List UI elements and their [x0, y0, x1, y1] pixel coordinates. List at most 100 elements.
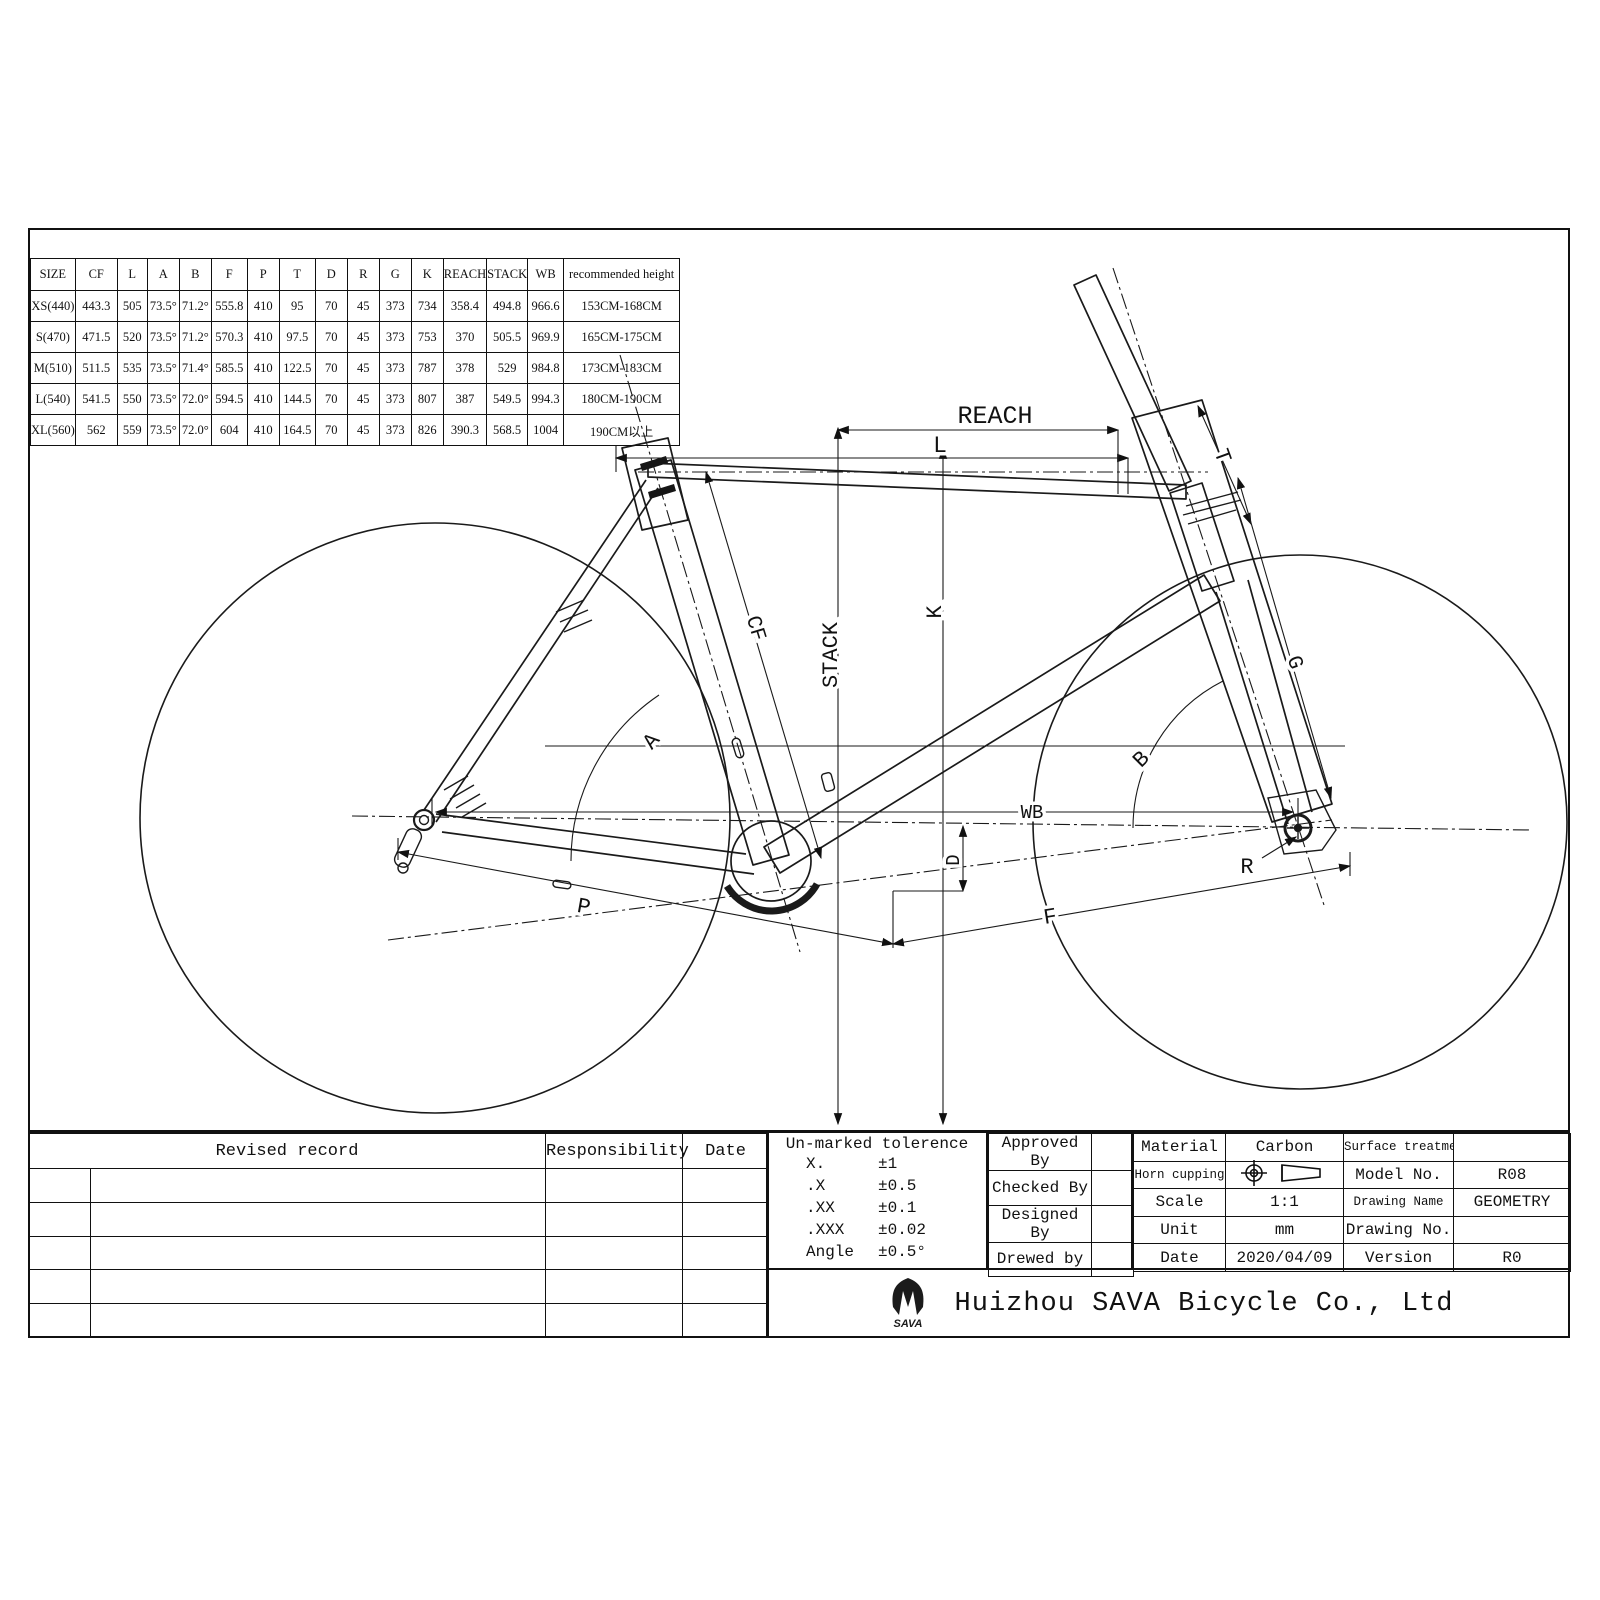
geometry-cell: 73.5° — [146, 414, 180, 446]
approval-row: Approved By — [988, 1133, 1134, 1171]
geometry-cell: 570.3 — [210, 321, 248, 353]
tolerance-label: .X — [806, 1177, 826, 1195]
seat-stay — [423, 479, 647, 811]
p-label: P — [575, 894, 592, 921]
geometry-row: XL(560) 562 559 73.5° 72.0° 604 410 164.… — [30, 414, 681, 446]
geometry-cell: 410 — [246, 414, 280, 446]
date-header: Date — [682, 1133, 770, 1169]
geometry-header-cell: recommended height — [563, 258, 681, 291]
front-wheel — [1032, 554, 1568, 1090]
stack-label: STACK — [819, 621, 844, 688]
head-tube — [1169, 482, 1235, 592]
tolerance-label: .XXX — [806, 1221, 845, 1239]
approval-value-cell — [1091, 1204, 1134, 1243]
tolerance-value: ±1 — [878, 1155, 898, 1173]
geometry-cell: 70 — [314, 414, 348, 446]
info-label: Horn cupping — [1133, 1160, 1226, 1190]
geometry-cell: 73.5° — [146, 383, 180, 415]
geometry-cell: 787 — [410, 352, 444, 384]
geometry-cell: 373 — [378, 414, 412, 446]
geometry-cell: 520 — [116, 321, 148, 353]
tolerance-block: Un-marked tolerence X. ±1 .X ±0.5 .XX ±0… — [768, 1130, 988, 1268]
geometry-cell: 505 — [116, 290, 148, 322]
tolerance-row: X. ±1 — [768, 1153, 986, 1175]
geometry-header-cell: B — [178, 258, 212, 291]
rear-derailleur — [393, 828, 423, 868]
geometry-cell: 535 — [116, 352, 148, 384]
geometry-cell: 753 — [410, 321, 444, 353]
seat-stay — [435, 487, 659, 823]
cf-dim — [705, 470, 822, 860]
tolerance-label: X. — [806, 1155, 826, 1173]
approval-value-cell — [1091, 1133, 1134, 1171]
geometry-header-cell: REACH — [442, 258, 488, 291]
a-label: A — [638, 728, 666, 755]
geometry-cell: 966.6 — [527, 290, 565, 322]
revision-title: Revised record — [27, 1133, 547, 1169]
projection-symbol — [1241, 1160, 1321, 1186]
chain-stay — [441, 831, 755, 875]
geometry-cell: 387 — [442, 383, 488, 415]
geometry-cell: 541.5 — [74, 383, 118, 415]
fork-profile — [1131, 399, 1333, 823]
geometry-cell: 585.5 — [210, 352, 248, 384]
geometry-cell: 71.2° — [178, 290, 212, 322]
dropout-hatch — [461, 802, 487, 818]
geometry-header-cell: R — [346, 258, 380, 291]
geometry-cell: 45 — [346, 352, 380, 384]
wb-label: WB — [1021, 802, 1044, 824]
geometry-cell: 164.5 — [278, 414, 316, 446]
info-block: Material Carbon Surface treatment Horn c… — [1133, 1130, 1571, 1272]
geometry-header-cell: SIZE — [30, 258, 76, 291]
responsibility-header: Responsibility — [545, 1133, 689, 1169]
geometry-cell: 173CM-183CM — [563, 352, 681, 384]
seatstay-mark — [555, 599, 585, 613]
geometry-cell: 73.5° — [146, 352, 180, 384]
geometry-header-cell: F — [210, 258, 248, 291]
geometry-cell: 45 — [346, 383, 380, 415]
info-row: Material Carbon Surface treatment — [1133, 1133, 1571, 1162]
geometry-cell: 72.0° — [178, 414, 212, 446]
approval-label: Approved By — [988, 1133, 1092, 1171]
revision-empty-row — [28, 1235, 770, 1271]
geometry-cell: 594.5 — [210, 383, 248, 415]
approval-row: Checked By — [988, 1170, 1134, 1206]
geometry-row: XS(440) 443.3 505 73.5° 71.2° 555.8 410 … — [30, 290, 681, 322]
info-label: Date — [1133, 1243, 1226, 1272]
fork-blade-line — [1215, 591, 1289, 825]
geometry-cell: 390.3 — [442, 414, 488, 446]
geometry-cell: 826 — [410, 414, 444, 446]
geometry-cell: 370 — [442, 321, 488, 353]
geometry-cell: 144.5 — [278, 383, 316, 415]
approval-label: Drewed by — [988, 1241, 1092, 1277]
axle-horizontal-axis — [351, 815, 1533, 831]
dimension-labels: REACH L T CF STACK K A B WB D R G P F — [572, 399, 1311, 935]
geometry-cell: 994.3 — [527, 383, 565, 415]
sava-logo-icon: SAVA — [892, 1278, 924, 1330]
geometry-cell: 72.0° — [178, 383, 212, 415]
tolerance-row: .X ±0.5 — [768, 1175, 986, 1197]
company-name: Huizhou SAVA Bicycle Co., Ltd — [954, 1289, 1454, 1319]
tolerance-label: Angle — [806, 1243, 855, 1261]
geometry-row: L(540) 541.5 550 73.5° 72.0° 594.5 410 1… — [30, 383, 681, 415]
geometry-cell: 45 — [346, 321, 380, 353]
tolerance-value: ±0.5° — [878, 1243, 927, 1261]
f-dim — [891, 863, 1352, 947]
geometry-header-cell: STACK — [486, 258, 529, 291]
seatstay-mark — [563, 619, 593, 633]
geometry-cell: 410 — [246, 290, 280, 322]
geometry-cell: 358.4 — [442, 290, 488, 322]
geometry-cell: 97.5 — [278, 321, 316, 353]
revision-empty-row — [28, 1201, 770, 1237]
info-row: Date 2020/04/09 Version R0 — [1133, 1243, 1571, 1272]
geometry-header-cell: P — [246, 258, 280, 291]
geometry-cell: 807 — [410, 383, 444, 415]
geometry-cell: 122.5 — [278, 352, 316, 384]
dropout-hatch — [455, 793, 481, 809]
approval-table: Approved By Checked By Designed By Drewe… — [988, 1133, 1134, 1277]
geometry-header-cell: L — [116, 258, 148, 291]
tolerance-value: ±0.1 — [878, 1199, 917, 1217]
geometry-cell: 555.8 — [210, 290, 248, 322]
geometry-cell: 1004 — [527, 414, 565, 446]
